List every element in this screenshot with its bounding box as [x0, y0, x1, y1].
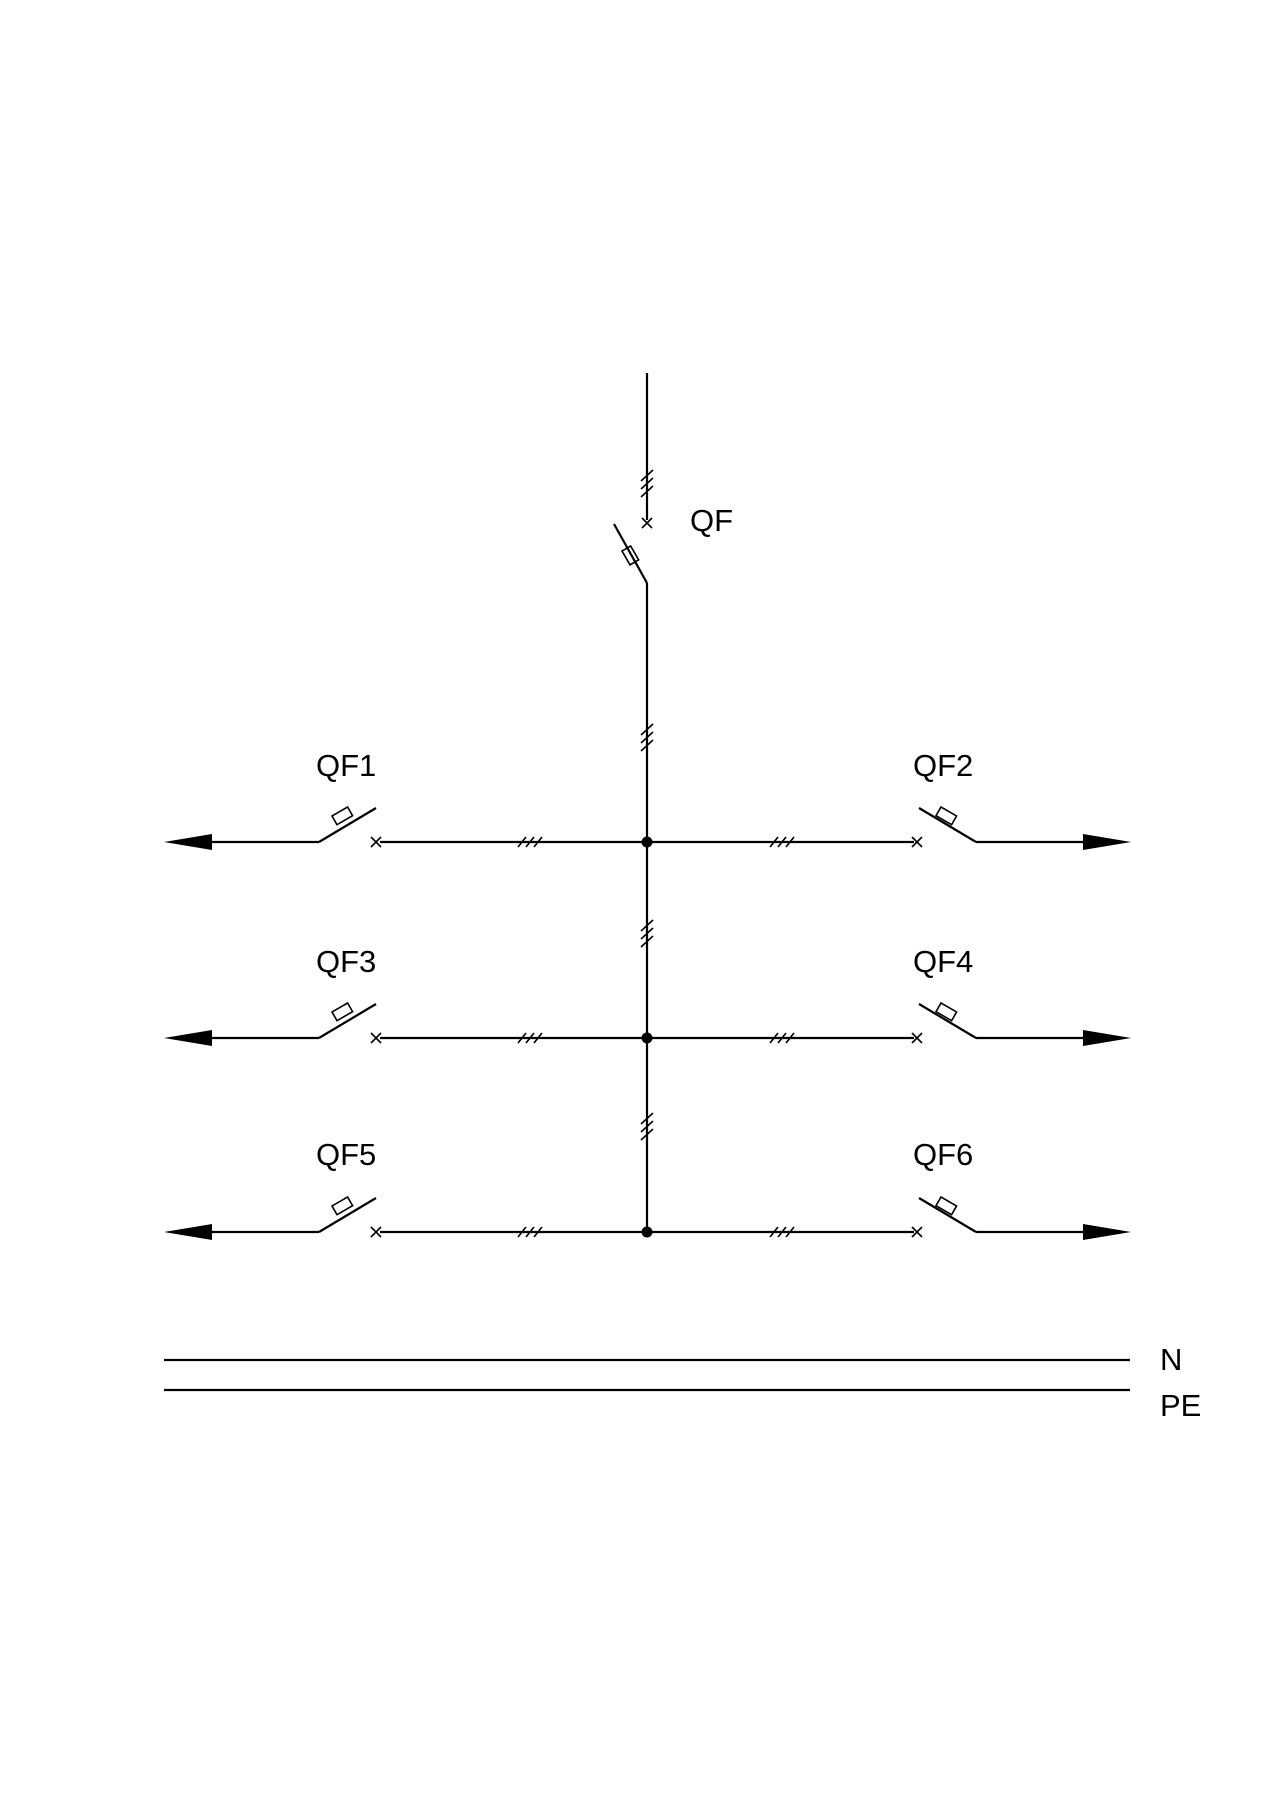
breaker-contact-cross — [641, 517, 653, 529]
main-breaker-qf: QF — [613, 503, 733, 1232]
branch-qf1: QF1 — [164, 748, 647, 850]
branch-row-1: QF1 QF2 — [164, 748, 1131, 850]
branch-row-2: QF3 QF4 — [164, 944, 1131, 1046]
three-phase-marker — [517, 1226, 543, 1238]
three-phase-marker — [640, 1112, 654, 1141]
three-phase-marker — [517, 836, 543, 848]
breaker-label-qf1: QF1 — [316, 748, 376, 783]
main-breaker-label: QF — [690, 503, 733, 538]
three-phase-marker — [640, 919, 654, 948]
branch-qf6: QF6 — [647, 1137, 1131, 1240]
neutral-bus-label: N — [1160, 1342, 1182, 1377]
outgoing-arrow — [1083, 1224, 1131, 1240]
breaker-label-qf5: QF5 — [316, 1137, 376, 1172]
three-phase-marker — [769, 1032, 795, 1044]
three-phase-marker — [640, 469, 654, 498]
outgoing-arrow — [164, 1030, 212, 1046]
breaker-label-qf3: QF3 — [316, 944, 376, 979]
branch-qf2: QF2 — [647, 748, 1131, 850]
outgoing-arrow — [1083, 834, 1131, 850]
breaker-label-qf6: QF6 — [913, 1137, 973, 1172]
branch-qf4: QF4 — [647, 944, 1131, 1046]
three-phase-marker — [769, 1226, 795, 1238]
breaker-contact-cross — [911, 1032, 923, 1044]
breaker-contact-cross — [370, 1032, 382, 1044]
branch-qf3: QF3 — [164, 944, 647, 1046]
protective-earth-bus-label: PE — [1160, 1388, 1201, 1423]
outgoing-arrow — [164, 834, 212, 850]
breaker-contact-cross — [370, 836, 382, 848]
three-phase-marker — [769, 836, 795, 848]
outgoing-arrow — [164, 1224, 212, 1240]
breaker-label-qf4: QF4 — [913, 944, 973, 979]
breaker-contact-cross — [911, 836, 923, 848]
breaker-label-qf2: QF2 — [913, 748, 973, 783]
three-phase-marker — [640, 723, 654, 752]
breaker-contact-cross — [911, 1226, 923, 1238]
neutral-bus: N — [164, 1342, 1182, 1377]
outgoing-arrow — [1083, 1030, 1131, 1046]
protective-earth-bus: PE — [164, 1388, 1201, 1423]
branch-qf5: QF5 — [164, 1137, 647, 1240]
branch-row-3: QF5 QF6 — [164, 1137, 1131, 1240]
breaker-contact-cross — [370, 1226, 382, 1238]
incoming-feeder — [640, 373, 654, 529]
three-phase-marker — [517, 1032, 543, 1044]
